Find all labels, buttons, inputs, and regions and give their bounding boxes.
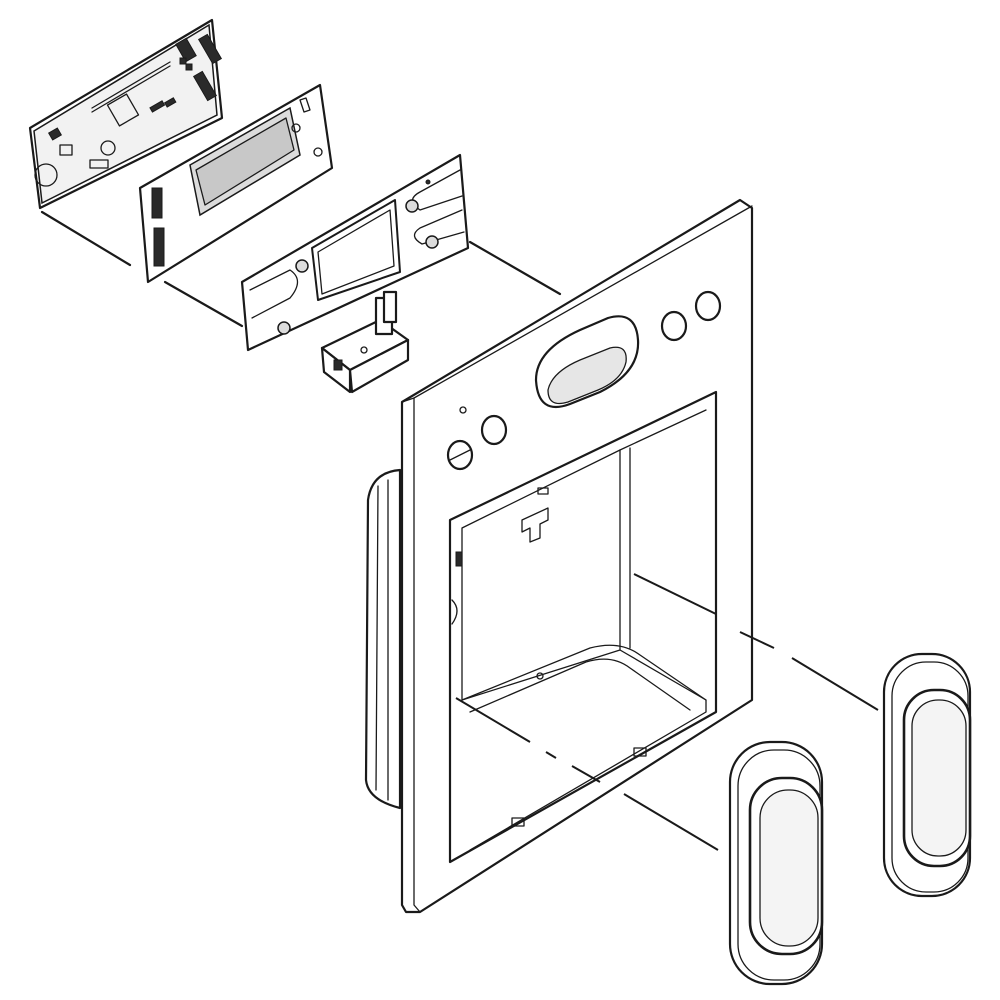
dispenser-housing bbox=[364, 198, 754, 914]
paddle-right[interactable] bbox=[882, 652, 972, 898]
control-board bbox=[28, 18, 224, 210]
leader-line-gasket bbox=[468, 240, 562, 296]
leader-line-board bbox=[40, 210, 132, 267]
gasket bbox=[240, 153, 470, 352]
paddle-leader-lines bbox=[455, 573, 879, 851]
switch-module bbox=[320, 290, 410, 394]
board-bracket bbox=[138, 83, 334, 284]
leader-line-bracket bbox=[163, 280, 244, 328]
paddle-left[interactable] bbox=[728, 740, 824, 986]
